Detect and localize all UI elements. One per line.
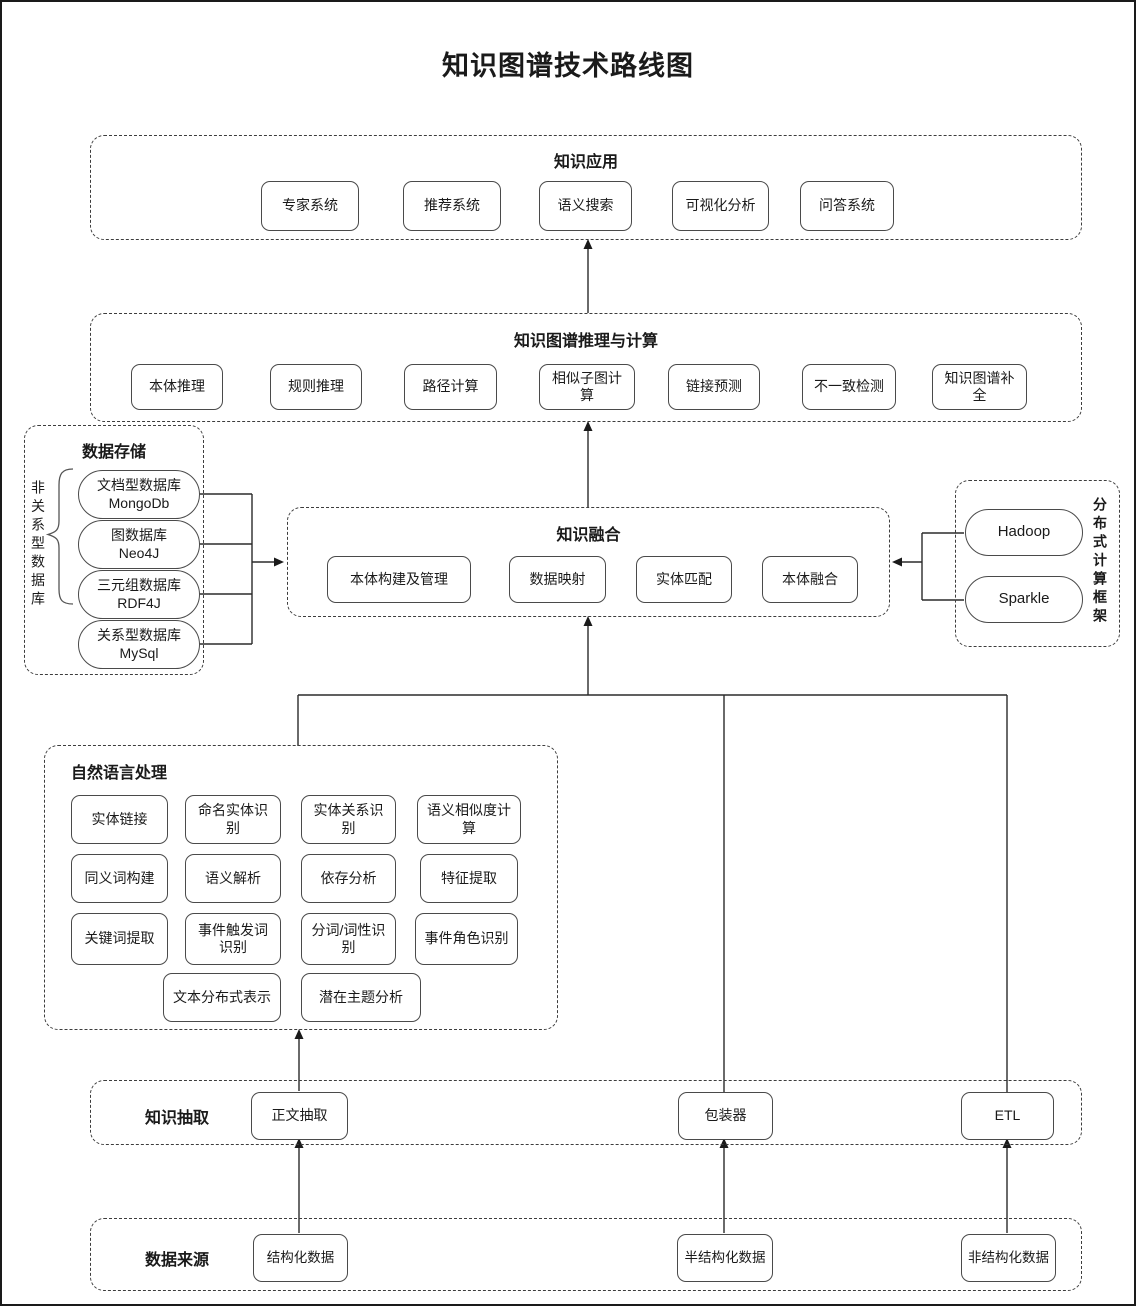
- node-dependency-parsing: 依存分析: [301, 854, 396, 903]
- node-semantic-search: 语义搜索: [539, 181, 632, 231]
- node-etl: ETL: [961, 1092, 1054, 1140]
- arrowhead: [1002, 1138, 1012, 1148]
- diagram-title: 知识图谱技术路线图: [442, 51, 694, 81]
- section-nlp: 自然语言处理 实体链接 命名实体识别 实体关系识别 语义相似度计算 同义词构建 …: [44, 745, 558, 1030]
- node-qa-system: 问答系统: [800, 181, 894, 231]
- node-latent-topic-analysis: 潜在主题分析: [301, 973, 421, 1022]
- node-entity-matching: 实体匹配: [636, 556, 732, 603]
- section-data-sources: 数据来源 结构化数据 半结构化数据 非结构化数据: [90, 1218, 1082, 1291]
- node-similar-subgraph: 相似子图计算: [539, 364, 635, 410]
- node-ontology-reasoning: 本体推理: [131, 364, 223, 410]
- node-structured-data: 结构化数据: [253, 1234, 348, 1282]
- node-keyword-extraction: 关键词提取: [71, 913, 168, 965]
- node-kg-completion: 知识图谱补全: [932, 364, 1027, 410]
- node-ontology-fusion: 本体融合: [762, 556, 858, 603]
- arrowhead: [583, 421, 593, 431]
- node-unstructured-data: 非结构化数据: [961, 1234, 1056, 1282]
- node-text-distributed-representation: 文本分布式表示: [163, 973, 281, 1022]
- section-knowledge-fusion: 知识融合 本体构建及管理 数据映射 实体匹配 本体融合: [287, 507, 890, 617]
- node-inconsistency-detection: 不一致检测: [802, 364, 896, 410]
- db-type: 文档型数据库: [97, 476, 181, 493]
- node-event-trigger-recognition: 事件触发词识别: [185, 913, 281, 965]
- db-type: 三元组数据库: [97, 576, 181, 593]
- arrowhead: [274, 557, 284, 567]
- section-label: 数据来源: [145, 1252, 210, 1269]
- section-label: 知识抽取: [145, 1110, 210, 1127]
- node-hadoop: Hadoop: [965, 509, 1083, 556]
- node-wrapper: 包装器: [678, 1092, 773, 1140]
- arrowhead: [892, 557, 902, 567]
- arrowhead: [719, 1138, 729, 1148]
- node-link-prediction: 链接预测: [668, 364, 760, 410]
- node-word-segmentation: 分词/词性识别: [301, 913, 396, 965]
- section-label: 自然语言处理: [71, 765, 168, 782]
- section-kg-reasoning: 知识图谱推理与计算 本体推理 规则推理 路径计算 相似子图计算 链接预测 不一致…: [90, 313, 1082, 422]
- arrowhead: [294, 1029, 304, 1039]
- section-knowledge-application: 知识应用 专家系统 推荐系统 语义搜索 可视化分析 问答系统: [90, 135, 1082, 240]
- node-event-role-recognition: 事件角色识别: [415, 913, 518, 965]
- node-sparkle: Sparkle: [965, 576, 1083, 623]
- node-semantic-parsing: 语义解析: [185, 854, 281, 903]
- section-data-storage: 数据存储 非关系型数据库 文档型数据库 MongoDb 图数据库 Neo4J 三…: [24, 425, 204, 675]
- node-data-mapping: 数据映射: [509, 556, 606, 603]
- section-label: 知识融合: [556, 527, 621, 544]
- db-tech: MySql: [119, 645, 159, 661]
- curly-brace: [45, 468, 74, 605]
- node-semi-structured-data: 半结构化数据: [677, 1234, 773, 1282]
- section-label: 数据存储: [81, 444, 146, 461]
- db-type: 关系型数据库: [97, 626, 181, 643]
- node-text-extraction: 正文抽取: [251, 1092, 348, 1140]
- section-label: 知识图谱推理与计算: [513, 333, 658, 350]
- node-entity-relation-recognition: 实体关系识别: [301, 795, 396, 844]
- node-relational-db-mysql: 关系型数据库 MySql: [78, 620, 200, 669]
- node-doc-db-mongodb: 文档型数据库 MongoDb: [78, 470, 200, 519]
- db-tech: MongoDb: [108, 495, 170, 511]
- node-path-computation: 路径计算: [404, 364, 497, 410]
- arrowhead: [583, 616, 593, 626]
- node-ner: 命名实体识别: [185, 795, 281, 844]
- arrowhead: [583, 239, 593, 249]
- node-graph-db-neo4j: 图数据库 Neo4J: [78, 520, 200, 569]
- arrowhead: [294, 1138, 304, 1148]
- node-semantic-similarity: 语义相似度计算: [417, 795, 521, 844]
- node-entity-linking: 实体链接: [71, 795, 168, 844]
- node-visual-analysis: 可视化分析: [672, 181, 769, 231]
- node-synonym-construction: 同义词构建: [71, 854, 168, 903]
- node-feature-extraction: 特征提取: [420, 854, 518, 903]
- node-ontology-construction: 本体构建及管理: [327, 556, 471, 603]
- label-distributed-computing: 分布式计算框架: [1092, 497, 1108, 627]
- label-non-relational-db: 非关系型数据库: [30, 480, 46, 610]
- section-label: 知识应用: [553, 154, 618, 171]
- section-distributed-computing: 分布式计算框架 Hadoop Sparkle: [955, 480, 1120, 647]
- section-knowledge-extraction: 知识抽取 正文抽取 包装器 ETL: [90, 1080, 1082, 1145]
- db-tech: Neo4J: [118, 545, 160, 561]
- node-recommendation-system: 推荐系统: [403, 181, 501, 231]
- node-rule-reasoning: 规则推理: [270, 364, 362, 410]
- db-tech: RDF4J: [117, 595, 161, 611]
- node-triple-db-rdf4j: 三元组数据库 RDF4J: [78, 570, 200, 619]
- node-expert-system: 专家系统: [261, 181, 359, 231]
- db-type: 图数据库: [111, 526, 167, 543]
